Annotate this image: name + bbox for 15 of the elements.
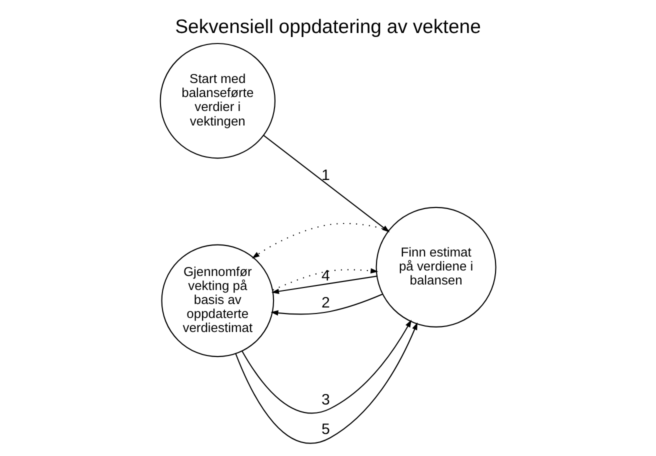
edge-label: 5 [322, 420, 330, 438]
arrow [270, 293, 383, 316]
arrow [252, 222, 389, 258]
node-circle: Start med balanseførte verdier i vektingen [160, 42, 276, 158]
arrow [235, 322, 418, 444]
edge-label: 2 [322, 294, 330, 311]
edge-label: 1 [322, 166, 330, 184]
arrow [242, 319, 412, 414]
arrow [263, 134, 390, 232]
arrow [271, 275, 377, 294]
diagram-title: Sekvensiell oppdatering av vektene [175, 16, 481, 38]
edge-label: 4 [322, 266, 330, 284]
node-circle: Gjennomfør vekting på basis av oppdaterte verdiestimat [161, 244, 274, 357]
edge-label: 3 [322, 391, 330, 408]
arrow [272, 268, 378, 290]
